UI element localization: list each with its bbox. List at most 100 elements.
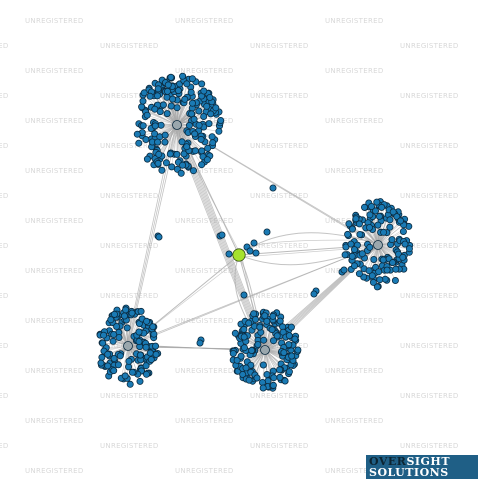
network-node[interactable]	[169, 95, 177, 103]
network-node[interactable]	[355, 270, 363, 278]
network-node[interactable]	[245, 319, 253, 327]
network-node[interactable]	[399, 227, 407, 235]
network-node[interactable]	[240, 333, 248, 341]
network-node[interactable]	[268, 326, 276, 334]
network-node[interactable]	[136, 351, 144, 359]
network-node[interactable]	[352, 215, 360, 223]
network-node[interactable]	[368, 272, 376, 280]
network-node[interactable]	[341, 251, 349, 259]
network-node[interactable]	[167, 73, 175, 81]
bridge-node[interactable]	[263, 228, 271, 236]
network-node[interactable]	[146, 349, 154, 357]
network-node[interactable]	[365, 223, 373, 231]
cluster-hub-node[interactable]	[260, 345, 270, 355]
network-node[interactable]	[133, 130, 141, 138]
network-node[interactable]	[151, 122, 159, 130]
network-node[interactable]	[136, 377, 144, 385]
network-node[interactable]	[391, 276, 399, 284]
bridge-node[interactable]	[246, 247, 254, 255]
network-node[interactable]	[110, 354, 118, 362]
network-node[interactable]	[358, 250, 366, 258]
bridge-node[interactable]	[269, 184, 277, 192]
network-node[interactable]	[135, 328, 143, 336]
network-node[interactable]	[104, 362, 112, 370]
network-node[interactable]	[188, 99, 196, 107]
network-node[interactable]	[285, 341, 293, 349]
network-node[interactable]	[128, 309, 136, 317]
network-node[interactable]	[405, 245, 413, 253]
network-node[interactable]	[251, 315, 259, 323]
network-node[interactable]	[383, 266, 391, 274]
network-node[interactable]	[179, 72, 187, 80]
network-node[interactable]	[288, 352, 296, 360]
network-node[interactable]	[128, 368, 136, 376]
bridge-node[interactable]	[218, 231, 226, 239]
network-node[interactable]	[151, 130, 159, 138]
network-node[interactable]	[98, 353, 106, 361]
network-node[interactable]	[161, 131, 169, 139]
network-node[interactable]	[181, 95, 189, 103]
network-node[interactable]	[269, 312, 277, 320]
network-node[interactable]	[294, 346, 302, 354]
network-node[interactable]	[291, 335, 299, 343]
bridge-node[interactable]	[340, 266, 348, 274]
network-node[interactable]	[163, 110, 171, 118]
network-node[interactable]	[109, 337, 117, 345]
network-node[interactable]	[173, 150, 181, 158]
network-node[interactable]	[350, 246, 358, 254]
network-node[interactable]	[198, 161, 206, 169]
network-node[interactable]	[168, 163, 176, 171]
network-node[interactable]	[287, 323, 295, 331]
cluster-hub-node[interactable]	[373, 240, 383, 250]
network-node[interactable]	[367, 202, 375, 210]
network-node[interactable]	[378, 203, 386, 211]
network-node[interactable]	[374, 221, 382, 229]
network-node[interactable]	[285, 332, 293, 340]
network-node[interactable]	[263, 370, 271, 378]
network-node[interactable]	[97, 359, 105, 367]
network-node[interactable]	[348, 225, 356, 233]
network-node[interactable]	[125, 357, 133, 365]
network-node[interactable]	[285, 368, 293, 376]
network-node[interactable]	[113, 322, 121, 330]
network-node[interactable]	[178, 138, 186, 146]
network-node[interactable]	[185, 121, 193, 129]
network-node[interactable]	[342, 243, 350, 251]
network-node[interactable]	[380, 228, 388, 236]
network-node[interactable]	[360, 203, 368, 211]
network-node[interactable]	[142, 370, 150, 378]
network-node[interactable]	[173, 104, 181, 112]
network-node[interactable]	[135, 139, 143, 147]
network-node[interactable]	[371, 207, 379, 215]
network-node[interactable]	[115, 333, 123, 341]
network-node[interactable]	[143, 317, 151, 325]
network-node[interactable]	[261, 312, 269, 320]
network-node[interactable]	[217, 117, 225, 125]
network-node[interactable]	[386, 216, 394, 224]
network-node[interactable]	[198, 147, 206, 155]
network-node[interactable]	[157, 121, 165, 129]
network-node[interactable]	[189, 167, 197, 175]
network-node[interactable]	[142, 362, 150, 370]
cluster-hub-node[interactable]	[172, 120, 182, 130]
network-node[interactable]	[375, 268, 383, 276]
network-node[interactable]	[142, 343, 150, 351]
network-node[interactable]	[245, 376, 253, 384]
network-node[interactable]	[276, 317, 284, 325]
network-node[interactable]	[187, 88, 195, 96]
network-node[interactable]	[116, 352, 124, 360]
network-node[interactable]	[345, 220, 353, 228]
bridge-node[interactable]	[155, 233, 163, 241]
network-node[interactable]	[355, 220, 363, 228]
network-node[interactable]	[366, 211, 374, 219]
network-node[interactable]	[188, 75, 196, 83]
network-node[interactable]	[158, 166, 166, 174]
network-node[interactable]	[151, 342, 159, 350]
network-node[interactable]	[348, 252, 356, 260]
network-node[interactable]	[344, 230, 352, 238]
network-node[interactable]	[276, 366, 284, 374]
network-node[interactable]	[166, 150, 174, 158]
network-node[interactable]	[280, 349, 288, 357]
network-node[interactable]	[155, 150, 163, 158]
network-node[interactable]	[350, 262, 358, 270]
